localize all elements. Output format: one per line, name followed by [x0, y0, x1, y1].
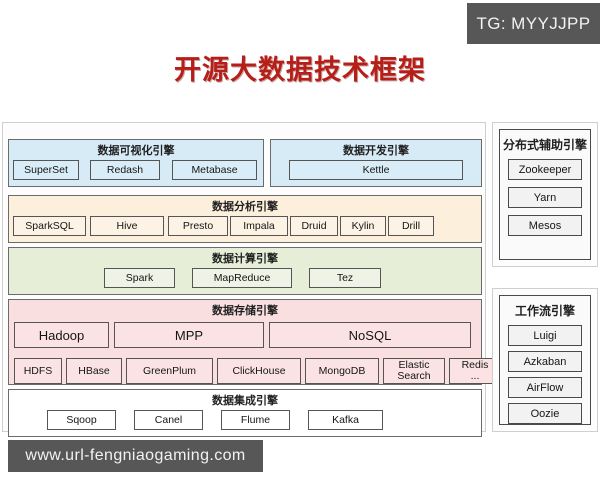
tech-chip-greenplum[interactable]: GreenPlum: [126, 358, 213, 384]
storage-group-mpp[interactable]: MPP: [114, 322, 264, 348]
tech-chip-redash[interactable]: Redash: [90, 160, 160, 180]
tech-chip-metabase[interactable]: Metabase: [172, 160, 257, 180]
layer-title-analysis: 数据分析引擎: [212, 200, 278, 213]
chip-row-development: Kettle: [271, 160, 481, 180]
tech-chip-mongodb[interactable]: MongoDB: [305, 358, 379, 384]
tech-chip-mesos[interactable]: Mesos: [508, 215, 582, 236]
tech-chip-clickhouse[interactable]: ClickHouse: [217, 358, 301, 384]
layer-analysis-engine: 数据分析引擎 SparkSQL Hive Presto Impala Druid…: [8, 195, 482, 243]
panel-title-distributed-aux: 分布式辅助引擎: [502, 138, 587, 152]
layer-visualization-engine: 数据可视化引擎 SuperSet Redash Metabase: [8, 139, 264, 187]
tech-chip-redis-line2: ...: [470, 370, 480, 382]
tech-chip-kafka[interactable]: Kafka: [308, 410, 383, 430]
storage-group-hadoop[interactable]: Hadoop: [14, 322, 109, 348]
tech-chip-zookeeper[interactable]: Zookeeper: [508, 159, 582, 180]
tech-chip-oozie[interactable]: Oozie: [508, 403, 582, 424]
layer-title-visualization: 数据可视化引擎: [97, 144, 175, 157]
tech-chip-drill[interactable]: Drill: [388, 216, 434, 236]
tech-chip-elasticsearch[interactable]: Elastic Search: [383, 358, 445, 384]
tech-chip-elasticsearch-line2: Search: [397, 370, 431, 382]
chip-row-storage: HDFS HBase GreenPlum ClickHouse MongoDB …: [9, 358, 501, 384]
architecture-diagram: 数据可视化引擎 SuperSet Redash Metabase 数据开发引擎 …: [2, 122, 501, 437]
tech-chip-elasticsearch-line1: Elastic: [398, 358, 430, 371]
layer-compute-engine: 数据计算引擎 Spark MapReduce Tez: [8, 247, 482, 295]
site-watermark-badge: www.url-fengniaogaming.com: [8, 440, 263, 472]
tech-chip-sparksql[interactable]: SparkSQL: [13, 216, 86, 236]
layer-title-development: 数据开发引擎: [343, 144, 409, 157]
panel-distributed-aux-engine: 分布式辅助引擎 Zookeeper Yarn Mesos: [492, 122, 598, 267]
tech-chip-impala[interactable]: Impala: [230, 216, 288, 236]
page-title: 开源大数据技术框架: [174, 55, 426, 86]
chip-row-compute: Spark MapReduce Tez: [9, 268, 481, 288]
tech-chip-airflow[interactable]: AirFlow: [508, 377, 582, 398]
layer-title-compute: 数据计算引擎: [212, 252, 278, 265]
tech-chip-tez[interactable]: Tez: [309, 268, 381, 288]
panel-workflow-engine: 工作流引擎 Luigi Azkaban AirFlow Oozie: [492, 288, 598, 432]
layer-title-storage: 数据存储引擎: [212, 304, 278, 317]
layer-title-integration: 数据集成引擎: [212, 394, 278, 407]
chip-row-integration: Sqoop Canel Flume Kafka: [9, 410, 481, 430]
layer-storage-engine: 数据存储引擎 Hadoop MPP NoSQL HDFS HBase Green…: [8, 299, 501, 385]
tech-chip-kettle[interactable]: Kettle: [289, 160, 463, 180]
tech-chip-presto[interactable]: Presto: [168, 216, 228, 236]
tech-chip-hbase[interactable]: HBase: [66, 358, 122, 384]
tech-chip-druid[interactable]: Druid: [290, 216, 338, 236]
layer-integration-engine: 数据集成引擎 Sqoop Canel Flume Kafka: [8, 389, 482, 437]
tech-chip-flume[interactable]: Flume: [221, 410, 290, 430]
tech-chip-luigi[interactable]: Luigi: [508, 325, 582, 346]
tech-chip-canel[interactable]: Canel: [134, 410, 203, 430]
tech-chip-mapreduce[interactable]: MapReduce: [192, 268, 292, 288]
panel-workflow-inner: 工作流引擎 Luigi Azkaban AirFlow Oozie: [499, 295, 591, 425]
layer-development-engine: 数据开发引擎 Kettle: [270, 139, 482, 187]
tech-chip-hdfs[interactable]: HDFS: [14, 358, 62, 384]
tech-chip-superset[interactable]: SuperSet: [13, 160, 79, 180]
tech-chip-sqoop[interactable]: Sqoop: [47, 410, 116, 430]
panel-title-workflow: 工作流引擎: [514, 304, 575, 318]
panel-distributed-aux-inner: 分布式辅助引擎 Zookeeper Yarn Mesos: [499, 129, 591, 260]
telegram-watermark-badge: TG: MYYJJPP: [467, 3, 600, 44]
tech-chip-spark[interactable]: Spark: [104, 268, 175, 288]
tech-chip-redis-line1: Redis: [461, 358, 489, 371]
tech-chip-yarn[interactable]: Yarn: [508, 187, 582, 208]
tech-chip-kylin[interactable]: Kylin: [340, 216, 386, 236]
chip-row-analysis: SparkSQL Hive Presto Impala Druid Kylin …: [9, 216, 481, 236]
chip-row-visualization: SuperSet Redash Metabase: [9, 160, 263, 180]
tech-chip-azkaban[interactable]: Azkaban: [508, 351, 582, 372]
storage-group-nosql[interactable]: NoSQL: [269, 322, 471, 348]
tech-chip-hive[interactable]: Hive: [90, 216, 164, 236]
